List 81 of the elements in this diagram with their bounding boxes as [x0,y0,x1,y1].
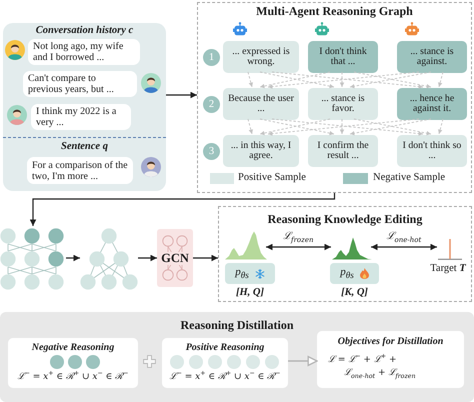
dashed-arrow [248,72,254,88]
network-graph-drawing [0,226,66,290]
step-number: 1 [208,52,214,63]
card-heading: Objectives for Distillation [336,336,444,347]
reasoning-box [223,135,299,167]
edge-label: ℒ$_{one-hot}$ [386,231,422,242]
message-text: For a comparison of the two, I'm more ... [31,160,129,182]
model-box [225,263,275,284]
legend-label: Positive Sample [238,172,306,184]
arrow [66,254,80,262]
hollow-arrow [288,356,318,366]
reasoning-box [308,88,378,120]
gcn-block [157,229,193,287]
input-label: [H, Q] [235,287,265,299]
model-label: p$_{θs}$ [340,266,354,282]
distribution-drawing [332,237,372,260]
message-text: Not long ago, my wife and I borrowed ... [32,41,124,63]
reasoning-box [397,135,467,167]
step-number: 2 [208,99,214,110]
reasoning-text: I don't think so ... [402,140,462,162]
reasoning-box [397,41,467,73]
formula-text: ℒ$^{−}$ = x$^{+}$ ∈ ℛ$^{+}$ ∪ x$^{−}$ ∈ ℛ$^{−}$ [168,372,282,383]
speech-bubble [31,104,131,130]
message-text: I think my 2022 is a very ... [35,106,118,128]
reasoning-text: ... stance is favor. [320,94,366,114]
card-heading: Positive Reasoning [184,342,266,353]
dashed-arrow [438,72,444,88]
reasoning-box [308,41,378,73]
reasoning-text: ... stance is against. [409,46,455,68]
gcn-label: GCN [160,252,190,264]
step-number-circle [203,49,220,66]
dashed-arrow [248,118,254,134]
step-number-circle [203,96,220,113]
reasoning-card [162,338,288,388]
panel-title: Reasoning Knowledge Editing [266,213,424,226]
reasoning-box [223,88,299,120]
section-heading: Conversation history c [34,25,134,37]
reasoning-text: I don't think that ... [318,46,368,68]
step-number-circle [203,143,220,160]
reasoning-graph-panel [197,2,472,193]
arrow [138,254,157,262]
speech-bubble [27,157,133,184]
edge-label: ℒ$_{frozen}$ [282,231,314,242]
dashed-arrow [340,72,344,88]
reasoning-box [308,135,378,167]
target-spike-drawing [438,239,462,260]
message-text: Can't compare to previous years, but ... [27,73,115,95]
distribution-drawing [225,231,267,260]
panel-title: Reasoning Distillation [179,319,294,332]
arrow [193,254,218,262]
target-label: Target T [429,263,467,275]
reasoning-text: ... in this way, I agree. [230,140,292,162]
speech-bubble [23,71,137,97]
reasoning-box [397,88,467,120]
reasoning-text: I confirm the result ... [316,140,370,162]
formula-text: ℒ = ℒ$^{−}$ + ℒ$^{+}$ + ℒ$_{one-hot}$ + ℒ$_{frozen}$ [328,354,417,380]
section-heading: Sentence q [60,141,109,153]
input-label: [K, Q] [340,287,369,299]
dashed-arrow [340,118,344,134]
model-label: p$_{θs}$ [235,266,249,282]
conversation-panel [3,23,166,191]
legend-label: Negative Sample [373,172,446,184]
reasoning-text: ... hence he against it. [408,94,456,114]
reasoning-text: ... expressed is wrong. [231,46,291,68]
model-box [330,263,379,284]
tree-graph-drawing [80,226,138,290]
reasoning-text: Because the user ... [227,94,295,114]
double-arrow [371,244,437,250]
formula-text: ℒ$^{−}$ = x$^{+}$ ∈ ℛ$^{+}$ ∪ x$^{−}$ ∈ ℛ$^{−}$ [16,372,130,383]
dashed-arrow [438,118,444,134]
reasoning-box [223,41,299,73]
step-number: 3 [208,146,214,157]
card-heading: Negative Reasoning [30,342,116,353]
reasoning-card [8,338,138,388]
arrow [166,92,197,98]
panel-title: Multi-Agent Reasoning Graph [255,5,414,18]
speech-bubble [28,39,140,65]
double-arrow [266,244,331,250]
distillation-panel [0,312,474,402]
objective-card [317,331,464,388]
arrow [30,193,336,226]
